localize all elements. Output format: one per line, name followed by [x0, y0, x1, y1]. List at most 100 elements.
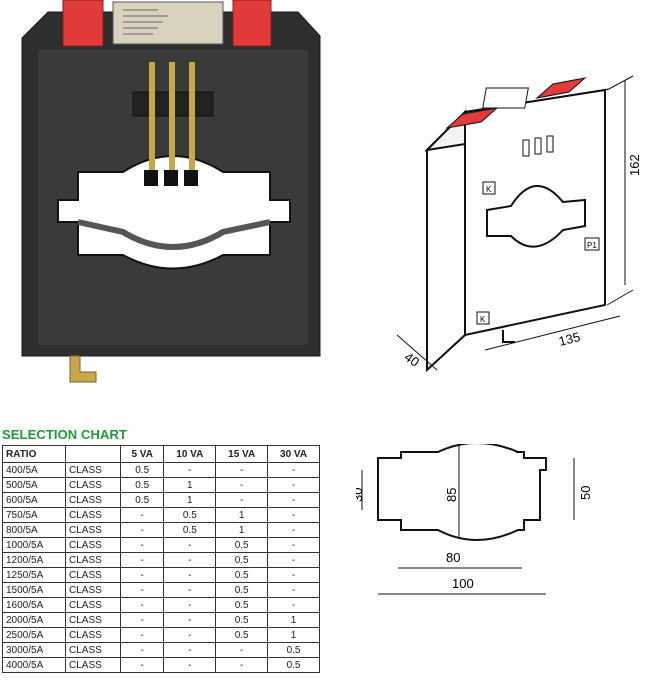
section-dim-100: 100: [452, 576, 474, 591]
table-cell: 600/5A: [2, 492, 66, 508]
table-cell: -: [267, 597, 320, 613]
table-cell: -: [119, 567, 165, 583]
selection-chart-title: SELECTION CHART: [2, 427, 127, 442]
stud-3: [189, 62, 195, 182]
table-cell: 400/5A: [2, 462, 66, 478]
table-cell: -: [267, 477, 320, 493]
table-cell: -: [163, 612, 217, 628]
table-cell: -: [267, 492, 320, 508]
table-cell: CLASS: [65, 627, 121, 643]
table-cell: -: [119, 657, 165, 673]
table-cell: -: [119, 507, 165, 523]
table-cell: -: [215, 477, 269, 493]
table-cell: 1600/5A: [2, 597, 66, 613]
table-cell: 0.5: [215, 552, 269, 568]
table-cell: 0.5: [215, 537, 269, 553]
iso-drawing: K P1 K 162 135 40: [396, 75, 642, 373]
table-cell: 0.5: [119, 492, 165, 508]
table-cell: CLASS: [65, 642, 121, 658]
table-cell: 0.5: [119, 462, 165, 478]
iso-label-k-bottom: K: [480, 315, 486, 324]
table-cell: -: [267, 462, 320, 478]
table-cell: -: [163, 642, 217, 658]
table-cell: 1: [215, 507, 269, 523]
table-cell: CLASS: [65, 597, 121, 613]
table-cell: -: [215, 657, 269, 673]
table-cell: 800/5A: [2, 522, 66, 538]
section-dim-30: 30: [356, 488, 365, 502]
table-cell: 0.5: [267, 657, 320, 673]
table-cell: 0.5: [215, 582, 269, 598]
iso-height-dim: 162: [627, 154, 642, 176]
table-cell: 0.5: [267, 642, 320, 658]
table-cell: CLASS: [65, 522, 121, 538]
section-dim-85: 85: [444, 488, 459, 502]
header-10va: 10 VA: [163, 445, 217, 463]
table-cell: CLASS: [65, 477, 121, 493]
iso-red-terminal-right: [535, 77, 587, 99]
table-cell: 4000/5A: [2, 657, 66, 673]
table-cell: CLASS: [65, 567, 121, 583]
table-cell: -: [267, 507, 320, 523]
table-cell: CLASS: [65, 537, 121, 553]
product-photo: [21, 0, 321, 383]
table-cell: 1: [215, 522, 269, 538]
table-cell: -: [119, 582, 165, 598]
table-cell: -: [119, 552, 165, 568]
table-cell: 0.5: [163, 507, 217, 523]
table-cell: -: [163, 537, 217, 553]
table-cell: -: [163, 582, 217, 598]
table-cell: -: [163, 462, 217, 478]
iso-width-dim: 135: [557, 329, 582, 349]
table-cell: 1: [267, 627, 320, 643]
table-cell: 0.5: [215, 567, 269, 583]
table-cell: CLASS: [65, 552, 121, 568]
table-cell: -: [163, 627, 217, 643]
table-cell: CLASS: [65, 657, 121, 673]
table-cell: 0.5: [215, 627, 269, 643]
table-cell: -: [119, 627, 165, 643]
red-terminal-left: [62, 0, 104, 47]
header-30va: 30 VA: [267, 445, 320, 463]
section-dim-50: 50: [578, 486, 593, 500]
iso-label-p1: P1: [587, 241, 597, 250]
red-terminal-right: [232, 0, 272, 47]
section-outline: [377, 444, 547, 541]
table-cell: 2000/5A: [2, 612, 66, 628]
table-cell: -: [119, 642, 165, 658]
table-cell: CLASS: [65, 507, 121, 523]
table-cell: CLASS: [65, 612, 121, 628]
table-cell: -: [267, 552, 320, 568]
table-cell: -: [119, 597, 165, 613]
table-cell: -: [267, 522, 320, 538]
table-cell: -: [119, 522, 165, 538]
table-cell: 2500/5A: [2, 627, 66, 643]
section-drawing: 85 30 50 80 100: [356, 444, 593, 595]
iso-label-k-top: K: [486, 185, 492, 194]
header-blank: [65, 445, 121, 463]
stud-1: [149, 62, 155, 182]
label-plate: [112, 1, 224, 45]
table-cell: 1: [267, 612, 320, 628]
table-cell: CLASS: [65, 582, 121, 598]
table-cell: 3000/5A: [2, 642, 66, 658]
window-opening: [57, 155, 291, 270]
header-5va: 5 VA: [119, 445, 165, 463]
table-cell: -: [163, 567, 217, 583]
table-cell: 1: [163, 492, 217, 508]
table-cell: CLASS: [65, 492, 121, 508]
table-cell: -: [215, 462, 269, 478]
iso-depth-dim: 40: [402, 349, 422, 370]
